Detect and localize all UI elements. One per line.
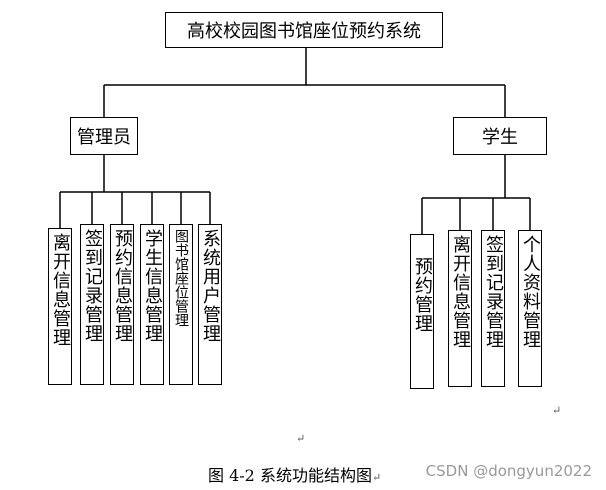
- student-leaf-1-label: 预约管理: [412, 257, 433, 333]
- admin-label: 管理员: [77, 127, 131, 148]
- admin-leaf-6: 系统用户管理: [198, 224, 222, 385]
- admin-leaf-1: 离开信息管理: [48, 228, 72, 385]
- student-leaf-1: 预约管理: [410, 234, 434, 389]
- root-node: 高校校园图书馆座位预约系统: [165, 12, 443, 48]
- admin-leaf-2: 签到记录管理: [80, 224, 104, 385]
- admin-leaf-5-label: 图书馆座位管理: [173, 229, 189, 327]
- admin-leaf-4: 学生信息管理: [140, 224, 164, 385]
- return-mark: ↵: [552, 404, 562, 417]
- admin-leaf-1-label: 离开信息管理: [50, 233, 71, 347]
- admin-node: 管理员: [70, 117, 138, 155]
- return-mark: ↵: [371, 471, 382, 484]
- student-node: 学生: [453, 117, 547, 155]
- student-label: 学生: [482, 127, 518, 148]
- admin-leaf-4-label: 学生信息管理: [142, 229, 163, 343]
- student-leaf-2: 离开信息管理: [448, 230, 472, 387]
- return-mark: ↵: [296, 432, 306, 445]
- admin-leaf-2-label: 签到记录管理: [82, 229, 103, 343]
- admin-leaf-3: 预约信息管理: [110, 224, 134, 385]
- admin-leaf-6-label: 系统用户管理: [200, 229, 221, 343]
- student-leaf-3: 签到记录管理: [481, 230, 505, 387]
- admin-leaf-5: 图书馆座位管理: [169, 224, 193, 385]
- root-label: 高校校园图书馆座位预约系统: [187, 21, 421, 42]
- student-leaf-4: 个人资料管理: [518, 230, 542, 387]
- watermark: CSDN @dongyun2022: [425, 462, 592, 480]
- student-leaf-3-label: 签到记录管理: [483, 235, 504, 349]
- student-leaf-4-label: 个人资料管理: [520, 235, 541, 349]
- admin-leaf-3-label: 预约信息管理: [112, 229, 133, 343]
- figure-caption: 图 4-2 系统功能结构图↵: [208, 462, 381, 486]
- student-leaf-2-label: 离开信息管理: [450, 235, 471, 349]
- figure-caption-text: 图 4-2 系统功能结构图: [208, 466, 372, 485]
